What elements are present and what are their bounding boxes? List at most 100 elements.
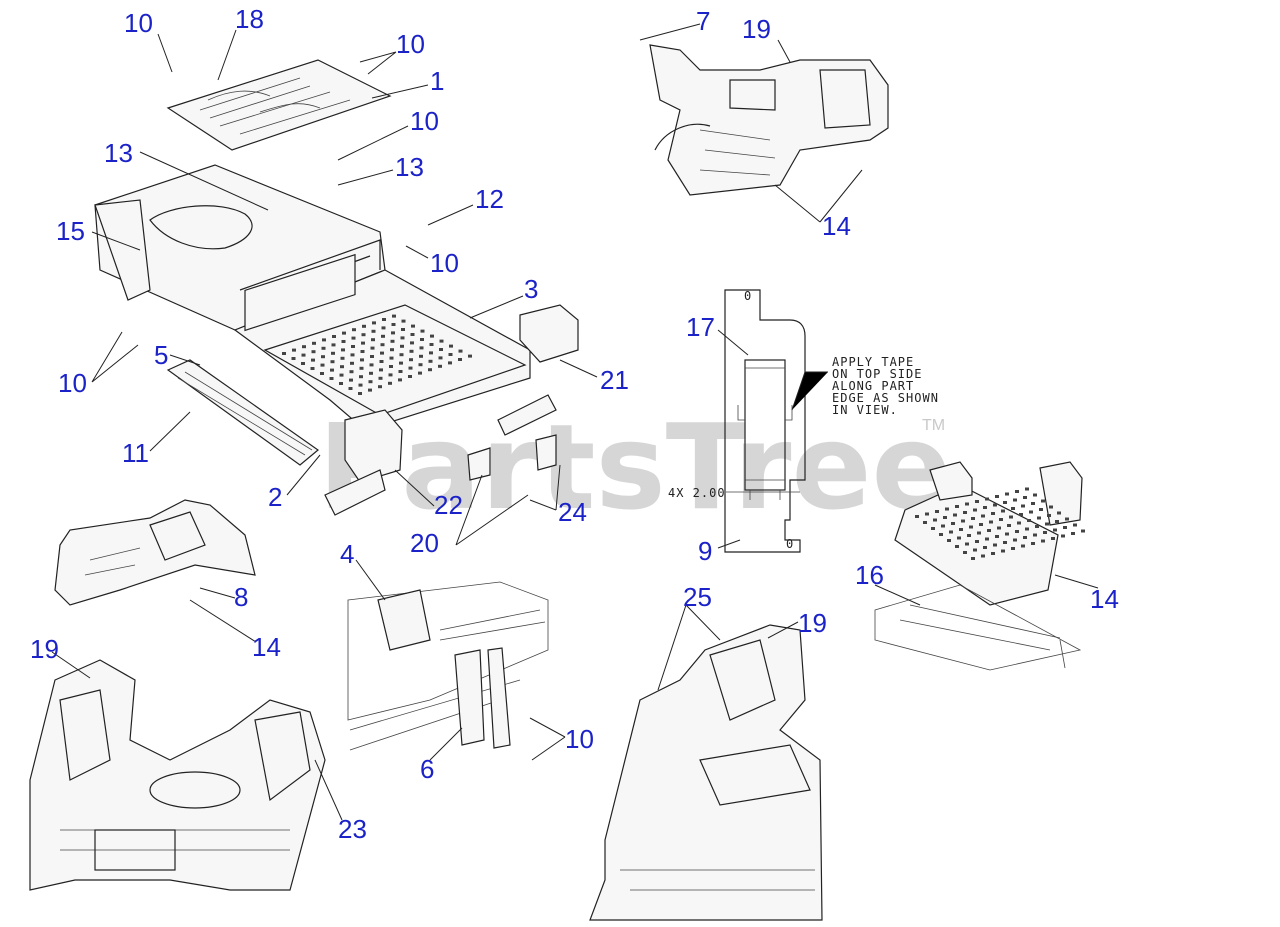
perforation-hole xyxy=(953,513,957,517)
callout-1[interactable]: 1 xyxy=(430,66,444,96)
perforation-hole xyxy=(1025,487,1029,491)
tape-note-line-3: ALONG PART xyxy=(832,379,914,393)
callout-20[interactable]: 20 xyxy=(410,528,439,558)
callout-14[interactable]: 14 xyxy=(1090,584,1119,614)
perforation-hole xyxy=(971,557,975,560)
callout-19[interactable]: 19 xyxy=(798,608,827,638)
perforation-hole xyxy=(941,524,945,528)
perforation-hole xyxy=(1021,544,1025,548)
perforation-hole xyxy=(1071,532,1075,535)
callout-13[interactable]: 13 xyxy=(104,138,133,168)
perforation-hole xyxy=(949,530,953,534)
perforation-hole xyxy=(429,343,434,346)
callout-12[interactable]: 12 xyxy=(475,184,504,214)
perforation-hole xyxy=(370,355,374,358)
perforation-hole xyxy=(1053,528,1057,532)
perforation-hole xyxy=(340,356,345,360)
perforation-hole xyxy=(331,351,335,355)
perforation-hole xyxy=(997,526,1001,530)
callout-9[interactable]: 9 xyxy=(698,536,712,566)
perforation-hole xyxy=(1035,525,1039,528)
perforation-hole xyxy=(390,348,394,352)
callout-22[interactable]: 22 xyxy=(434,490,463,520)
callout-19[interactable]: 19 xyxy=(742,14,771,44)
callout-4[interactable]: 4 xyxy=(340,539,354,569)
callout-6[interactable]: 6 xyxy=(420,754,434,784)
perforation-hole xyxy=(1013,498,1017,502)
perforation-hole xyxy=(428,368,432,372)
callout-14[interactable]: 14 xyxy=(822,211,851,241)
perforation-hole xyxy=(349,378,353,382)
perforation-hole xyxy=(1063,526,1067,529)
perforation-hole xyxy=(955,545,959,548)
callout-5[interactable]: 5 xyxy=(154,340,168,370)
callout-11[interactable]: 11 xyxy=(122,438,149,468)
perforation-hole xyxy=(349,370,354,374)
callout-14[interactable]: 14 xyxy=(252,632,281,662)
perforation-hole xyxy=(947,539,951,542)
perforation-hole xyxy=(391,323,396,326)
callout-23[interactable]: 23 xyxy=(338,814,367,844)
callout-10[interactable]: 10 xyxy=(410,106,439,136)
perforation-hole xyxy=(358,383,363,387)
perforation-hole xyxy=(340,365,344,369)
perforation-hole xyxy=(1013,538,1017,542)
perforation-hole xyxy=(1003,541,1007,544)
callout-10[interactable]: 10 xyxy=(124,8,153,38)
perforation-hole xyxy=(439,348,443,351)
perforation-hole xyxy=(983,546,987,549)
bracket-21 xyxy=(519,304,579,363)
perforation-hole xyxy=(1081,529,1085,533)
callout-21[interactable]: 21 xyxy=(600,365,629,395)
callout-13[interactable]: 13 xyxy=(395,152,424,182)
perforation-hole xyxy=(977,531,981,535)
perforation-hole xyxy=(939,533,943,536)
perforation-hole xyxy=(370,346,375,350)
callout-10[interactable]: 10 xyxy=(396,29,425,59)
perforation-hole xyxy=(449,344,453,348)
perforation-hole xyxy=(330,360,335,364)
perforation-hole xyxy=(382,318,386,321)
perforation-hole xyxy=(438,356,443,360)
perforation-hole xyxy=(955,505,959,508)
perforation-hole xyxy=(1033,533,1037,537)
watermark-text: PartsTree xyxy=(318,398,952,536)
perforation-hole xyxy=(329,377,334,380)
perforation-hole xyxy=(311,350,316,354)
callout-17[interactable]: 17 xyxy=(686,312,715,342)
perforation-hole xyxy=(963,511,967,514)
perforation-hole xyxy=(312,341,316,345)
perforation-hole xyxy=(352,328,356,332)
perforation-hole xyxy=(301,362,305,365)
tape-note-line-1: APPLY TAPE xyxy=(832,355,914,369)
perforation-hole xyxy=(991,552,995,555)
callout-15[interactable]: 15 xyxy=(56,216,85,246)
perforation-hole xyxy=(430,334,434,338)
perforation-hole xyxy=(987,529,991,532)
callout-19[interactable]: 19 xyxy=(30,634,59,664)
perforation-hole xyxy=(388,373,393,377)
callout-10[interactable]: 10 xyxy=(430,248,459,278)
perforation-hole xyxy=(410,333,415,336)
callout-25[interactable]: 25 xyxy=(683,582,712,612)
perforation-hole xyxy=(975,500,979,503)
fender-assembly-drawing xyxy=(649,44,889,196)
perforation-hole xyxy=(369,363,374,367)
callout-18[interactable]: 18 xyxy=(235,4,264,34)
perforation-hole xyxy=(971,517,975,520)
perforation-hole xyxy=(1027,519,1031,522)
perforation-hole xyxy=(420,329,425,333)
callout-24[interactable]: 24 xyxy=(558,497,587,527)
callout-10[interactable]: 10 xyxy=(58,368,87,398)
perforation-hole xyxy=(1015,530,1019,533)
callout-7[interactable]: 7 xyxy=(696,6,710,36)
callout-10[interactable]: 10 xyxy=(565,724,594,754)
perforation-hole xyxy=(320,372,324,375)
callout-2[interactable]: 2 xyxy=(268,482,282,512)
perforation-hole xyxy=(351,336,356,340)
callout-8[interactable]: 8 xyxy=(234,582,248,612)
perforation-hole xyxy=(973,508,977,512)
callout-16[interactable]: 16 xyxy=(855,560,884,590)
callout-3[interactable]: 3 xyxy=(524,274,538,304)
main-frame-drawing xyxy=(94,59,579,516)
